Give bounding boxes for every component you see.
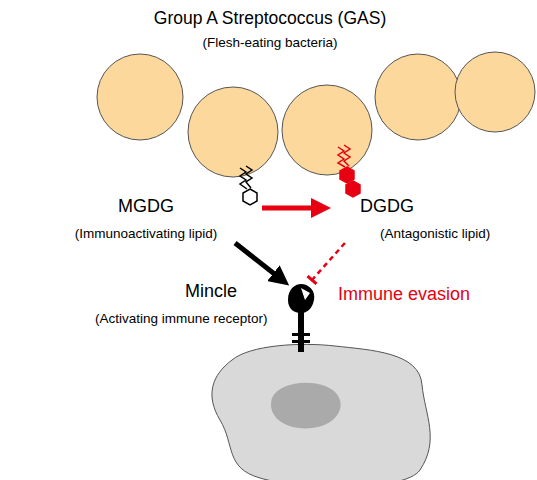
bacterium-cell xyxy=(282,85,372,175)
node-subtitle: (Antagonistic lipid) xyxy=(322,225,530,243)
connector-arrow xyxy=(262,205,322,210)
text-label: Group A Streptococcus (GAS) xyxy=(60,8,480,29)
mgdg-lipid xyxy=(240,166,257,205)
lipid-label: Mincle (Activating immune receptor) xyxy=(90,280,322,328)
bacterium-cell xyxy=(97,54,183,140)
node-title: MGDG xyxy=(30,195,262,217)
lipid-label: DGDG (Antagonistic lipid) xyxy=(322,195,530,243)
mincle-receptor xyxy=(288,284,314,352)
macrophage-cell xyxy=(212,344,430,480)
connector-arrow xyxy=(312,243,345,280)
bacterium-cell xyxy=(188,87,278,177)
node-title: Mincle xyxy=(90,280,322,302)
dgdg-lipid xyxy=(338,145,360,197)
lipid-label: MGDG (Immunoactivating lipid) xyxy=(30,195,262,243)
bacterium-cell xyxy=(455,52,535,132)
node-subtitle: (Immunoactivating lipid) xyxy=(30,225,262,243)
edge-label: Immune evasion xyxy=(338,284,488,305)
node-subtitle: (Activating immune receptor) xyxy=(90,310,322,328)
connector-arrow xyxy=(235,243,282,280)
node-title: DGDG xyxy=(322,195,530,217)
bacterium-cell xyxy=(375,54,461,140)
text-label: (Flesh-eating bacteria) xyxy=(120,35,420,50)
